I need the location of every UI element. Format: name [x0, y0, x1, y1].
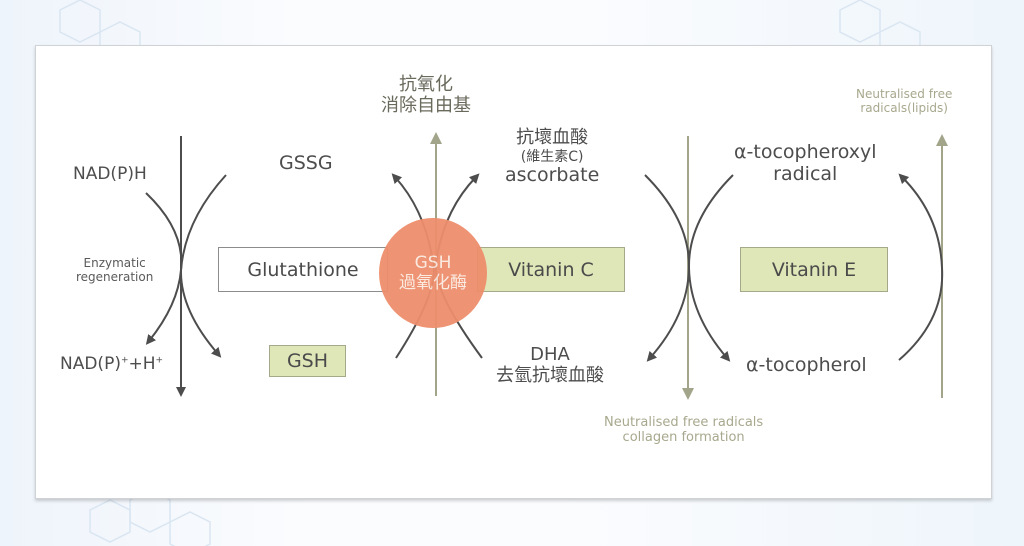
- ascorbate-to-dha-arrow: [644, 174, 691, 362]
- ascorbate-line3: ascorbate: [505, 163, 600, 186]
- vitamin-e-label: Vitanin E: [771, 258, 857, 281]
- nadp-label: NAD(P)++H+: [60, 354, 164, 375]
- regeneration-line1: Enzymatic: [83, 256, 146, 270]
- ascorbate-line2: (維生素C): [520, 148, 584, 165]
- nadp-sup-plus: +: [120, 355, 129, 366]
- antioxidant-label: 抗氧化 消除自由基: [381, 74, 471, 116]
- glutathione-label: Glutathione: [247, 258, 359, 281]
- collagen-formation-label: Neutralised free radicals collagen forma…: [604, 415, 764, 446]
- ascorbate-line1: 抗壞血酸: [516, 127, 589, 148]
- gsh-peroxidase-enzyme: GSH 過氧化酶: [379, 218, 487, 328]
- enzyme-line1: GSH: [414, 252, 452, 273]
- enzymatic-regeneration-label: Enzymatic regeneration: [76, 256, 154, 285]
- vitamin-e-box: Vitanin E: [740, 247, 888, 292]
- vitamin-c-box: Vitanin C: [477, 247, 625, 292]
- ascorbate-label: 抗壞血酸 (維生素C) ascorbate: [505, 127, 600, 187]
- tocopheroxyl-to-tocopherol-arrow: [687, 174, 734, 362]
- nadp-plus-h: +H: [128, 354, 156, 374]
- tocopherol-to-radical-arrow: [898, 173, 944, 361]
- tocopheroxyl-radical-label: α-tocopheroxyl radical: [734, 141, 877, 186]
- glutathione-box: Glutathione: [218, 247, 388, 292]
- lipid-radicals-label: Neutralised free radicals(lipids): [856, 87, 953, 116]
- lipid-line1: Neutralised free: [856, 87, 953, 101]
- nadph-label: NAD(P)H: [73, 164, 147, 184]
- collagen-line2: collagen formation: [622, 429, 745, 445]
- tocopheroxyl-line2: radical: [773, 162, 838, 185]
- gssg-to-gsh-arrow: [179, 174, 227, 358]
- regeneration-line2: regeneration: [76, 269, 154, 284]
- antioxidant-line1: 抗氧化: [399, 74, 453, 95]
- dha-line2: 去氫抗壞血酸: [496, 364, 604, 386]
- enzyme-line2: 過氧化酶: [399, 273, 467, 293]
- gssg-label: GSSG: [279, 152, 333, 174]
- lipid-line2: radicals(lipids): [860, 100, 948, 115]
- antioxidant-line2: 消除自由基: [381, 94, 471, 116]
- tocopherol-label: α-tocopherol: [746, 354, 867, 376]
- dha-label: DHA 去氫抗壞血酸: [496, 344, 604, 386]
- collagen-line1: Neutralised free radicals: [604, 415, 764, 430]
- h-sup-plus: +: [155, 355, 164, 366]
- nadp-base: NAD(P): [60, 354, 121, 374]
- gsh-label: GSH: [286, 350, 329, 372]
- gsh-box: GSH: [269, 345, 346, 377]
- vitamin-c-label: Vitanin C: [508, 258, 594, 281]
- tocopheroxyl-line1: α-tocopheroxyl: [734, 141, 877, 163]
- dha-line1: DHA: [530, 344, 570, 365]
